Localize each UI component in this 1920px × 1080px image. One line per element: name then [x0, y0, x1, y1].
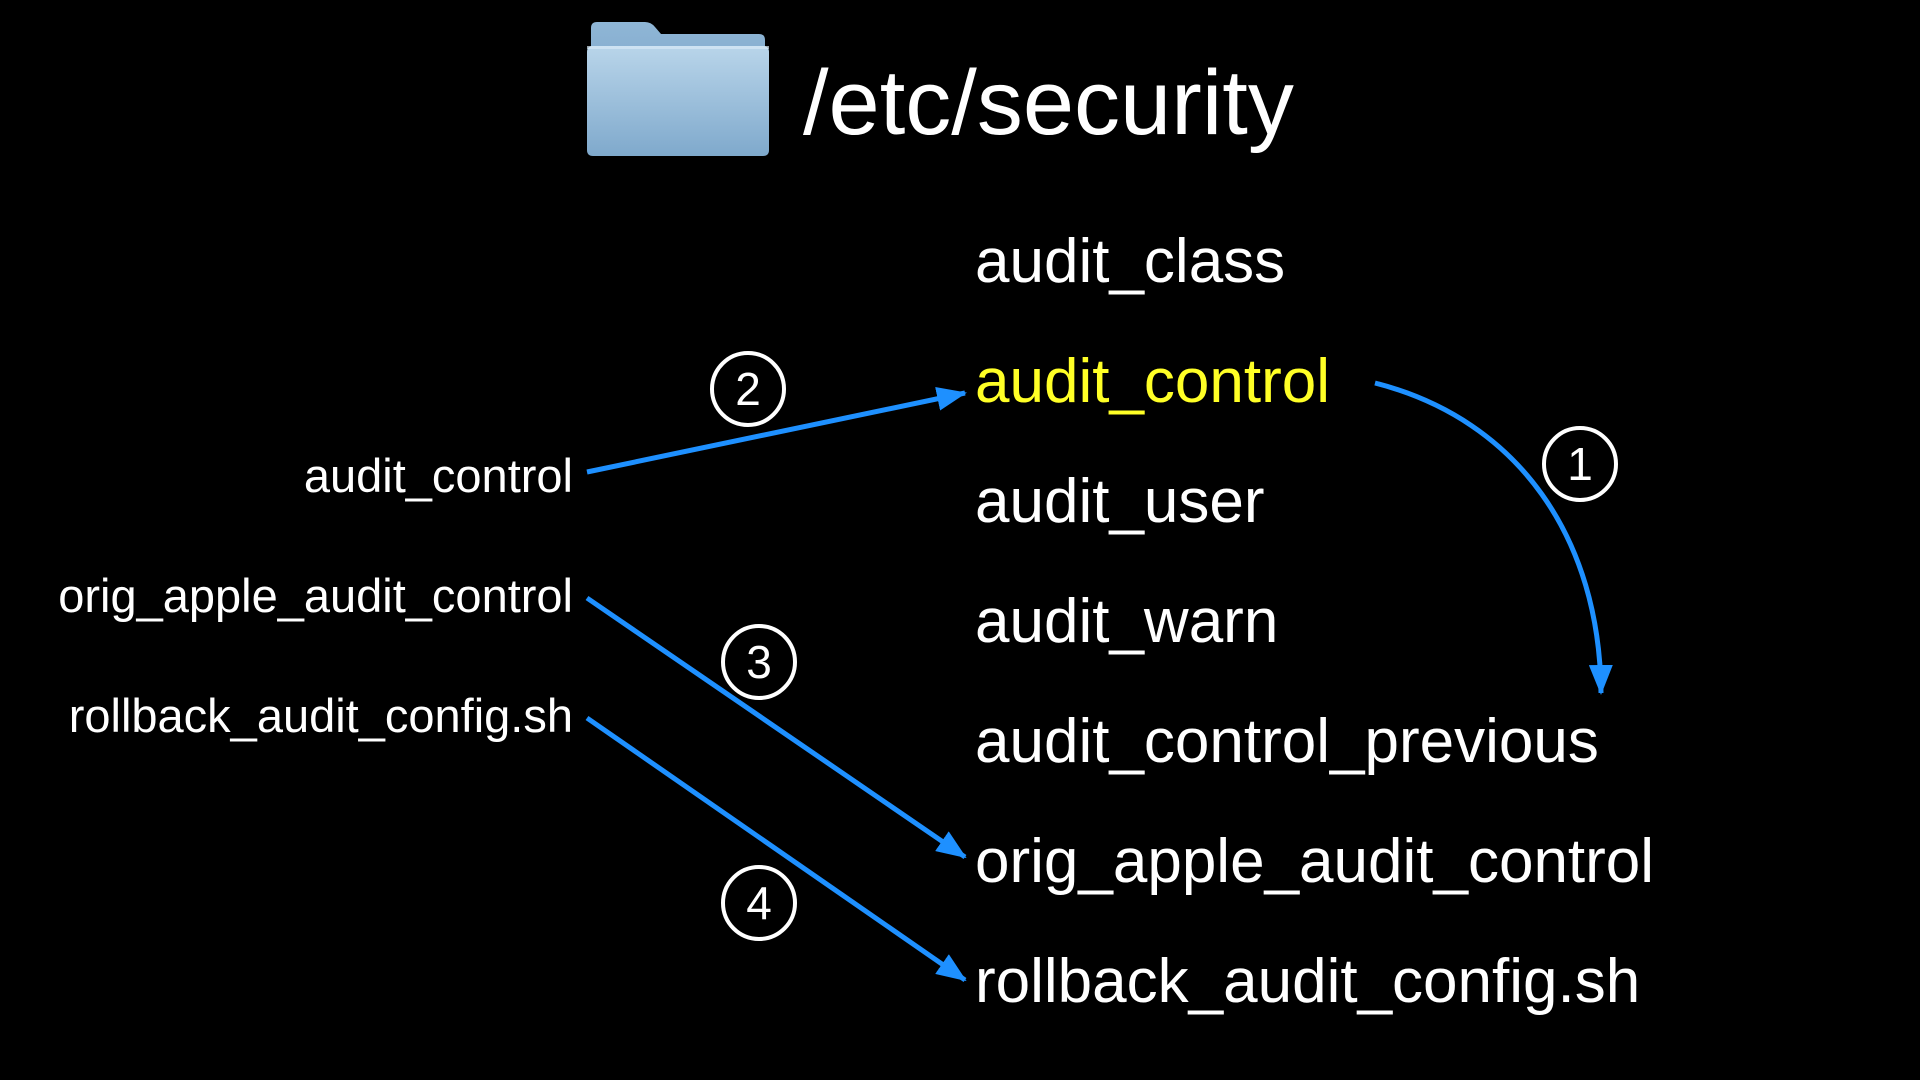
source-orig-apple-audit-control: orig_apple_audit_control	[58, 569, 573, 622]
file-audit-user: audit_user	[975, 467, 1265, 536]
file-audit-control-previous: audit_control_previous	[975, 707, 1599, 776]
page-title: /etc/security	[803, 52, 1294, 154]
step-2-marker: 2	[710, 351, 786, 427]
source-audit-control: audit_control	[303, 449, 573, 502]
step-4-marker: 4	[721, 865, 797, 941]
arrow-step-1	[1374, 380, 1613, 695]
step-3-label: 3	[746, 636, 772, 688]
step-4-label: 4	[746, 877, 772, 929]
arrow-step-4	[585, 715, 967, 983]
title-row	[585, 18, 771, 158]
arrow-step-3	[585, 595, 967, 860]
file-audit-control-highlighted: audit_control	[975, 347, 1331, 416]
step-1-marker: 1	[1542, 426, 1618, 502]
source-rollback-audit-config: rollback_audit_config.sh	[68, 689, 573, 742]
arrow-step-2	[586, 386, 967, 475]
step-2-label: 2	[735, 363, 761, 415]
step-3-marker: 3	[721, 624, 797, 700]
file-orig-apple-audit-control: orig_apple_audit_control	[975, 827, 1655, 896]
file-audit-class: audit_class	[975, 227, 1286, 296]
step-1-label: 1	[1567, 438, 1593, 490]
file-audit-warn: audit_warn	[975, 587, 1279, 656]
folder-icon	[587, 22, 769, 156]
file-rollback-audit-config: rollback_audit_config.sh	[975, 947, 1641, 1016]
